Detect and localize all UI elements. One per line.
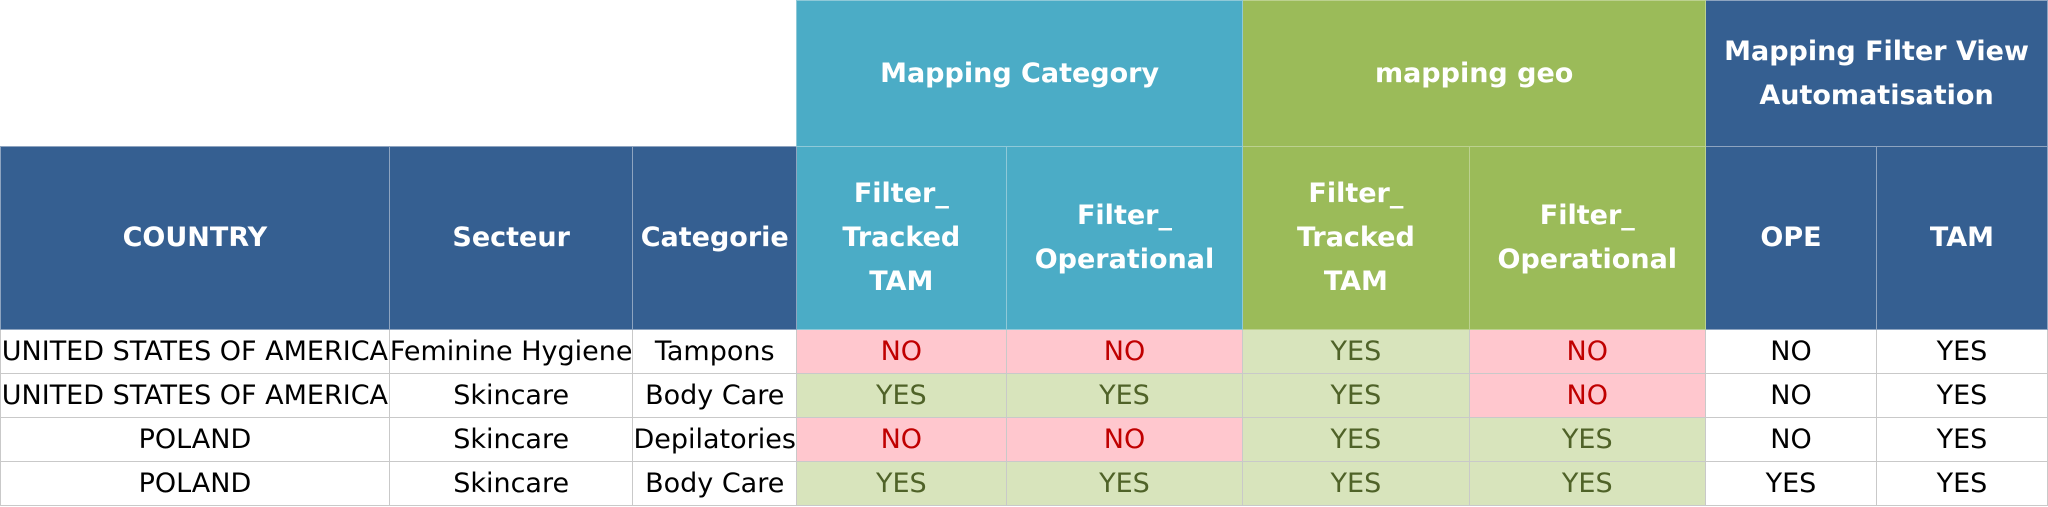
cell-tam: YES xyxy=(1875,373,2048,418)
cell-geo-operational: YES xyxy=(1468,417,1707,462)
cell-ope: NO xyxy=(1705,373,1877,418)
cell-cat-tracked-tam: YES xyxy=(795,461,1007,506)
cell-secteur: Feminine Hygiene xyxy=(388,329,634,374)
blank-corner xyxy=(0,0,797,147)
cell-country: POLAND xyxy=(0,461,390,506)
cell-country: POLAND xyxy=(0,417,390,462)
cell-geo-tracked-tam: YES xyxy=(1242,417,1470,462)
cell-tam: YES xyxy=(1875,417,2048,462)
cell-categorie: Depilatories xyxy=(632,417,797,462)
cell-geo-tracked-tam: YES xyxy=(1242,461,1470,506)
cell-country: UNITED STATES OF AMERICA xyxy=(0,329,390,374)
cell-geo-tracked-tam: YES xyxy=(1242,373,1470,418)
group-header-mapping-category: Mapping Category xyxy=(795,0,1244,147)
cell-secteur: Skincare xyxy=(388,417,634,462)
cell-cat-operational: NO xyxy=(1005,417,1244,462)
column-header-categorie: Categorie xyxy=(632,146,797,330)
cell-geo-operational: YES xyxy=(1468,461,1707,506)
cell-categorie: Body Care xyxy=(632,461,797,506)
column-header-tam: TAM xyxy=(1875,146,2048,330)
cell-tam: YES xyxy=(1875,461,2048,506)
cell-categorie: Body Care xyxy=(632,373,797,418)
cell-geo-tracked-tam: YES xyxy=(1242,329,1470,374)
column-header-country: COUNTRY xyxy=(0,146,390,330)
column-header-secteur: Secteur xyxy=(388,146,634,330)
cell-geo-operational: NO xyxy=(1468,373,1707,418)
cell-secteur: Skincare xyxy=(388,373,634,418)
column-header-category-operational: Filter_ Operational xyxy=(1005,146,1244,330)
column-header-geo-tracked-tam: Filter_ Tracked TAM xyxy=(1242,146,1470,330)
cell-ope: NO xyxy=(1705,329,1877,374)
cell-cat-tracked-tam: NO xyxy=(795,329,1007,374)
cell-cat-operational: YES xyxy=(1005,461,1244,506)
column-header-geo-operational: Filter_ Operational xyxy=(1468,146,1707,330)
cell-tam: YES xyxy=(1875,329,2048,374)
column-header-ope: OPE xyxy=(1705,146,1877,330)
column-header-category-tracked-tam: Filter_ Tracked TAM xyxy=(795,146,1007,330)
cell-country: UNITED STATES OF AMERICA xyxy=(0,373,390,418)
cell-cat-operational: NO xyxy=(1005,329,1244,374)
group-header-mapping-filter-view: Mapping Filter View Automatisation xyxy=(1705,0,2048,147)
cell-cat-tracked-tam: YES xyxy=(795,373,1007,418)
cell-cat-tracked-tam: NO xyxy=(795,417,1007,462)
cell-cat-operational: YES xyxy=(1005,373,1244,418)
cell-geo-operational: NO xyxy=(1468,329,1707,374)
cell-ope: NO xyxy=(1705,417,1877,462)
cell-ope: YES xyxy=(1705,461,1877,506)
cell-categorie: Tampons xyxy=(632,329,797,374)
group-header-mapping-geo: mapping geo xyxy=(1242,0,1707,147)
cell-secteur: Skincare xyxy=(388,461,634,506)
